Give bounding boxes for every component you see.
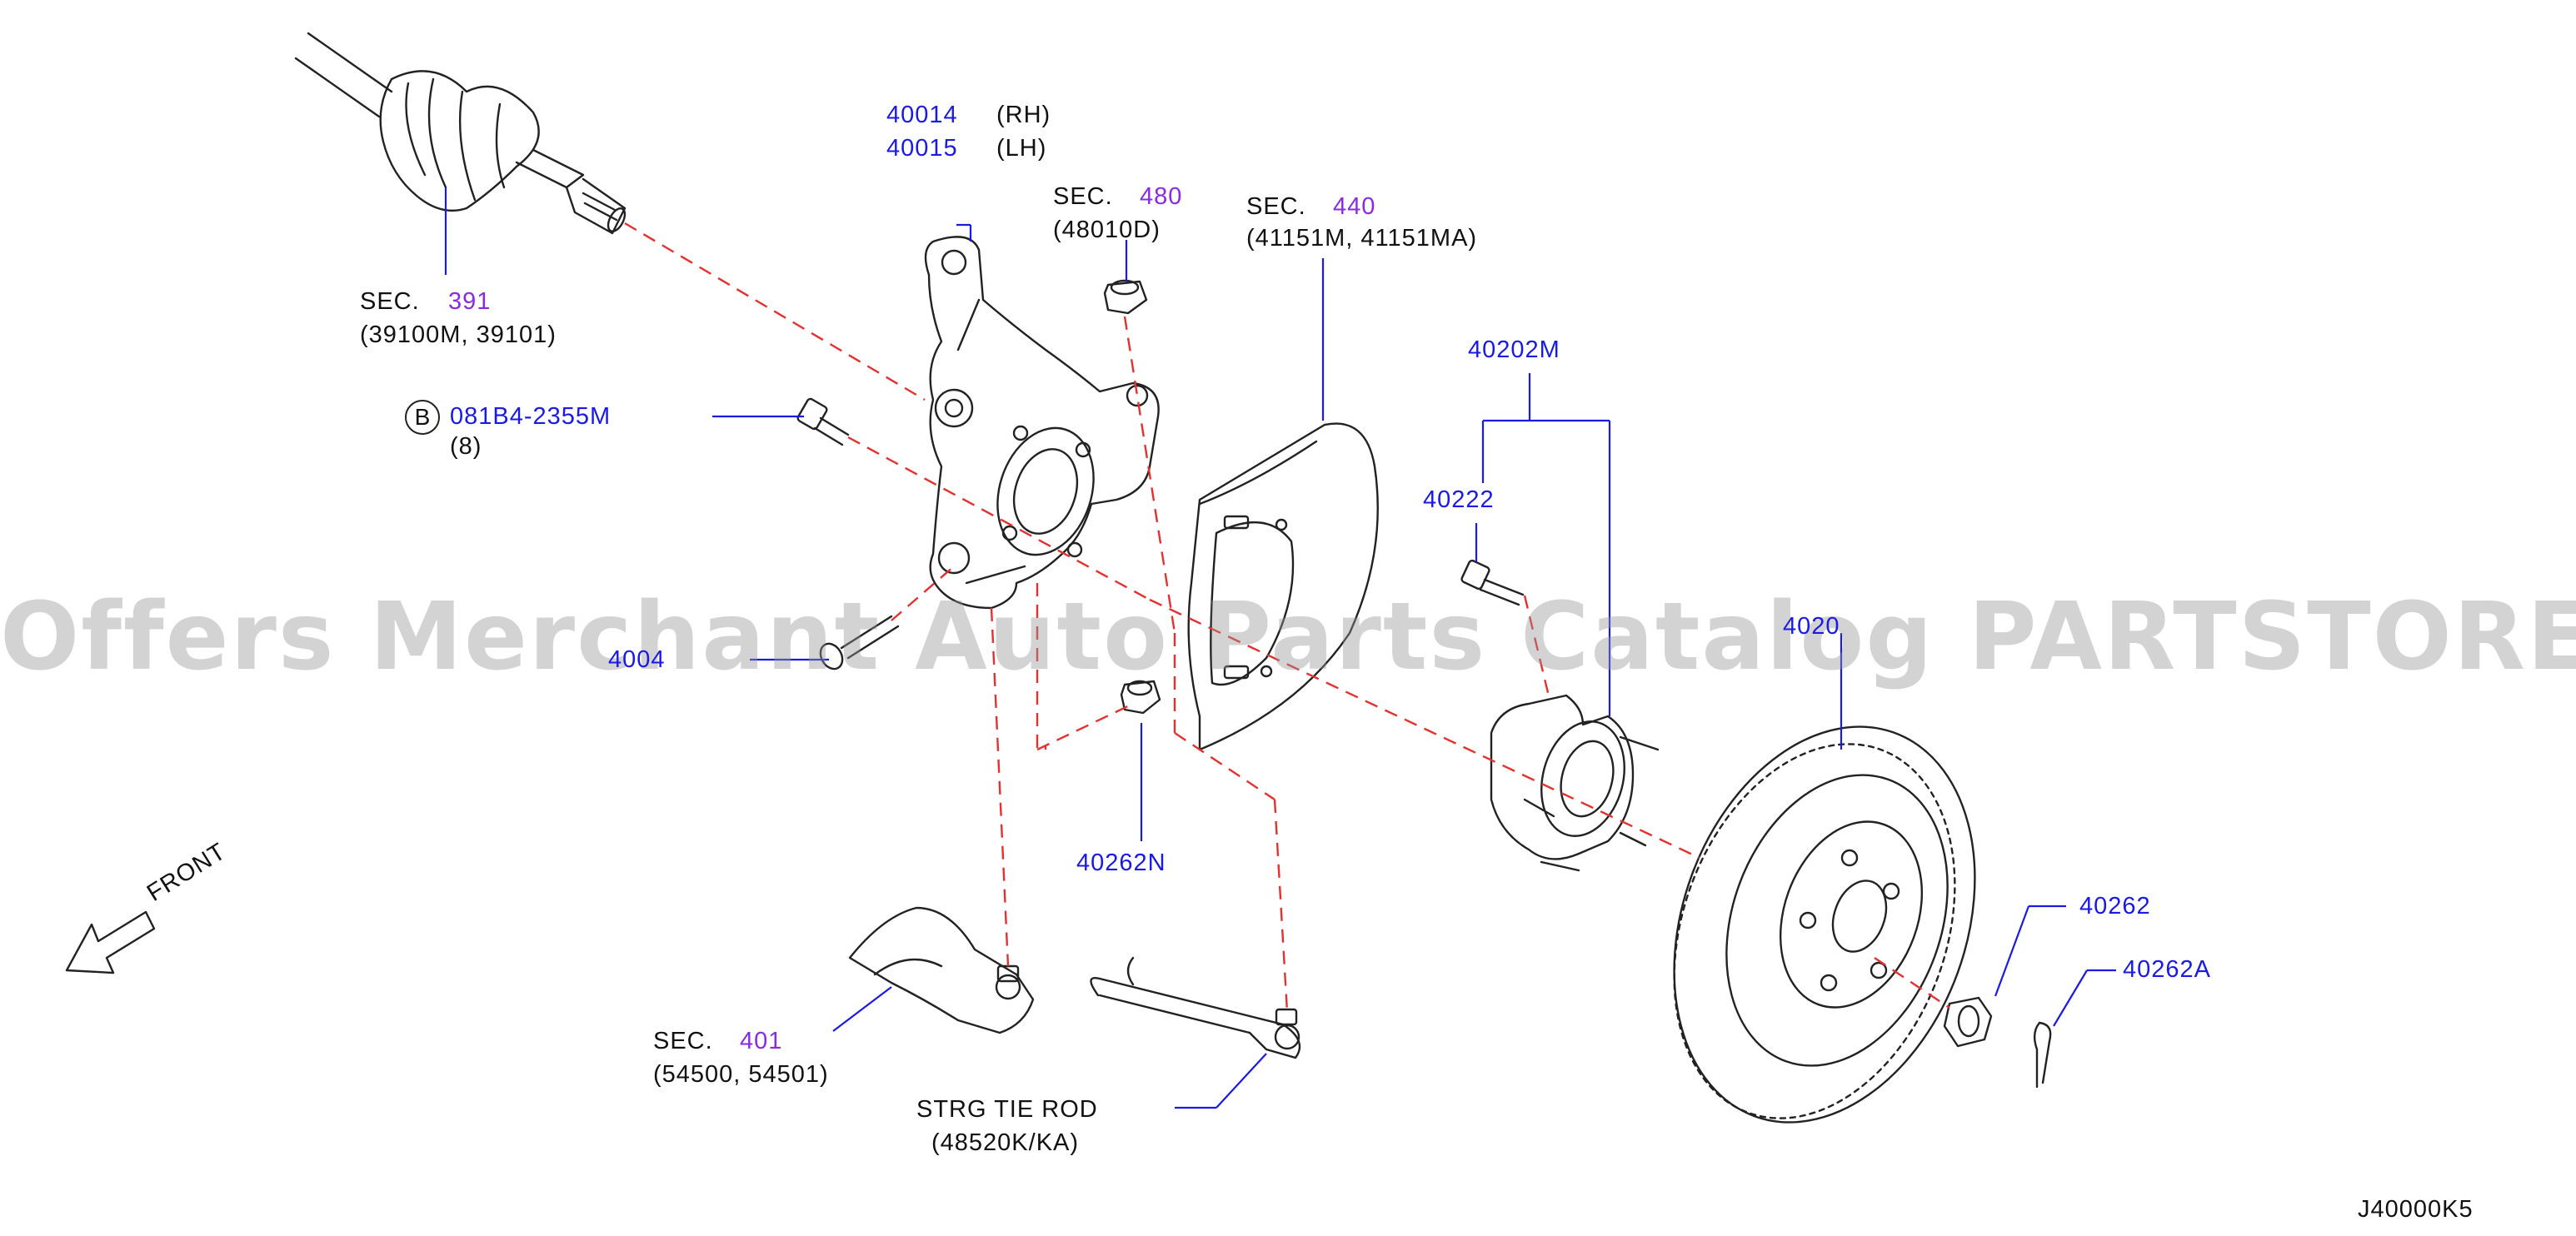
sec391-sub: (39100M, 39101) <box>360 321 557 348</box>
hub-bolt-illustration <box>1460 559 1525 606</box>
lower-nut-number[interactable]: 40262N <box>1076 850 1166 876</box>
front-arrow-icon <box>65 910 156 974</box>
sec391-prefix: SEC. <box>360 288 420 315</box>
dust-shield-illustration <box>1187 422 1379 751</box>
sec480-prefix: SEC. <box>1053 183 1113 210</box>
bolt-number[interactable]: 081B4-2355M <box>450 403 612 430</box>
disc-rotor-illustration <box>1673 725 1976 1124</box>
diagram-id: J40000K5 <box>2358 1196 2474 1223</box>
alignment-lines <box>624 222 1950 1013</box>
bolt-badge: B <box>405 400 440 435</box>
sec391-number[interactable]: 391 <box>448 288 492 315</box>
sec440-number[interactable]: 440 <box>1333 193 1376 220</box>
leader-lines <box>444 187 2116 1109</box>
knuckle-rh-side: (RH) <box>996 102 1051 128</box>
upper-nut-illustration <box>1103 279 1148 315</box>
tie-rod-name[interactable]: STRG TIE ROD <box>916 1096 1098 1123</box>
axle-nut-illustration <box>1943 996 1993 1048</box>
rotor-number[interactable]: 4020 <box>1783 613 1840 640</box>
knuckle-bolt-upper-illustration <box>796 397 850 446</box>
sec480-number[interactable]: 480 <box>1140 183 1183 210</box>
knuckle-bolt-number[interactable]: 4004 <box>608 646 666 673</box>
cotter-pin-number[interactable]: 40262A <box>2123 956 2211 983</box>
lower-arm-illustration <box>848 906 1035 1034</box>
knuckle-lh-side: (LH) <box>996 135 1047 162</box>
knuckle-lh-number[interactable]: 40015 <box>886 135 958 162</box>
sec401-sub: (54500, 54501) <box>653 1061 829 1088</box>
lower-nut-illustration <box>1120 680 1161 715</box>
tie-rod-illustration <box>1090 956 1301 1059</box>
cotter-pin-illustration <box>2033 1021 2052 1089</box>
sec401-number[interactable]: 401 <box>740 1028 783 1054</box>
hub-bolt-number[interactable]: 40222 <box>1423 486 1495 513</box>
sec480-sub: (48010D) <box>1053 217 1161 243</box>
knuckle-rh-number[interactable]: 40014 <box>886 102 958 128</box>
drive-shaft-illustration <box>294 32 627 235</box>
bolt-qty: (8) <box>450 433 482 460</box>
hub-assembly-illustration <box>1490 694 1660 872</box>
hub-assy-number[interactable]: 40202M <box>1468 336 1560 363</box>
sec401-prefix: SEC. <box>653 1028 713 1054</box>
tie-rod-sub: (48520K/KA) <box>931 1129 1080 1156</box>
knuckle-bolt-lower-illustration <box>819 615 900 670</box>
axle-nut-number[interactable]: 40262 <box>2079 893 2151 920</box>
watermark: Offers Merchant Auto Parts Catalog PARTS… <box>0 583 2576 691</box>
sec440-prefix: SEC. <box>1246 193 1306 220</box>
sec440-sub: (41151M, 41151MA) <box>1246 225 1478 252</box>
steering-knuckle-illustration <box>924 236 1160 610</box>
